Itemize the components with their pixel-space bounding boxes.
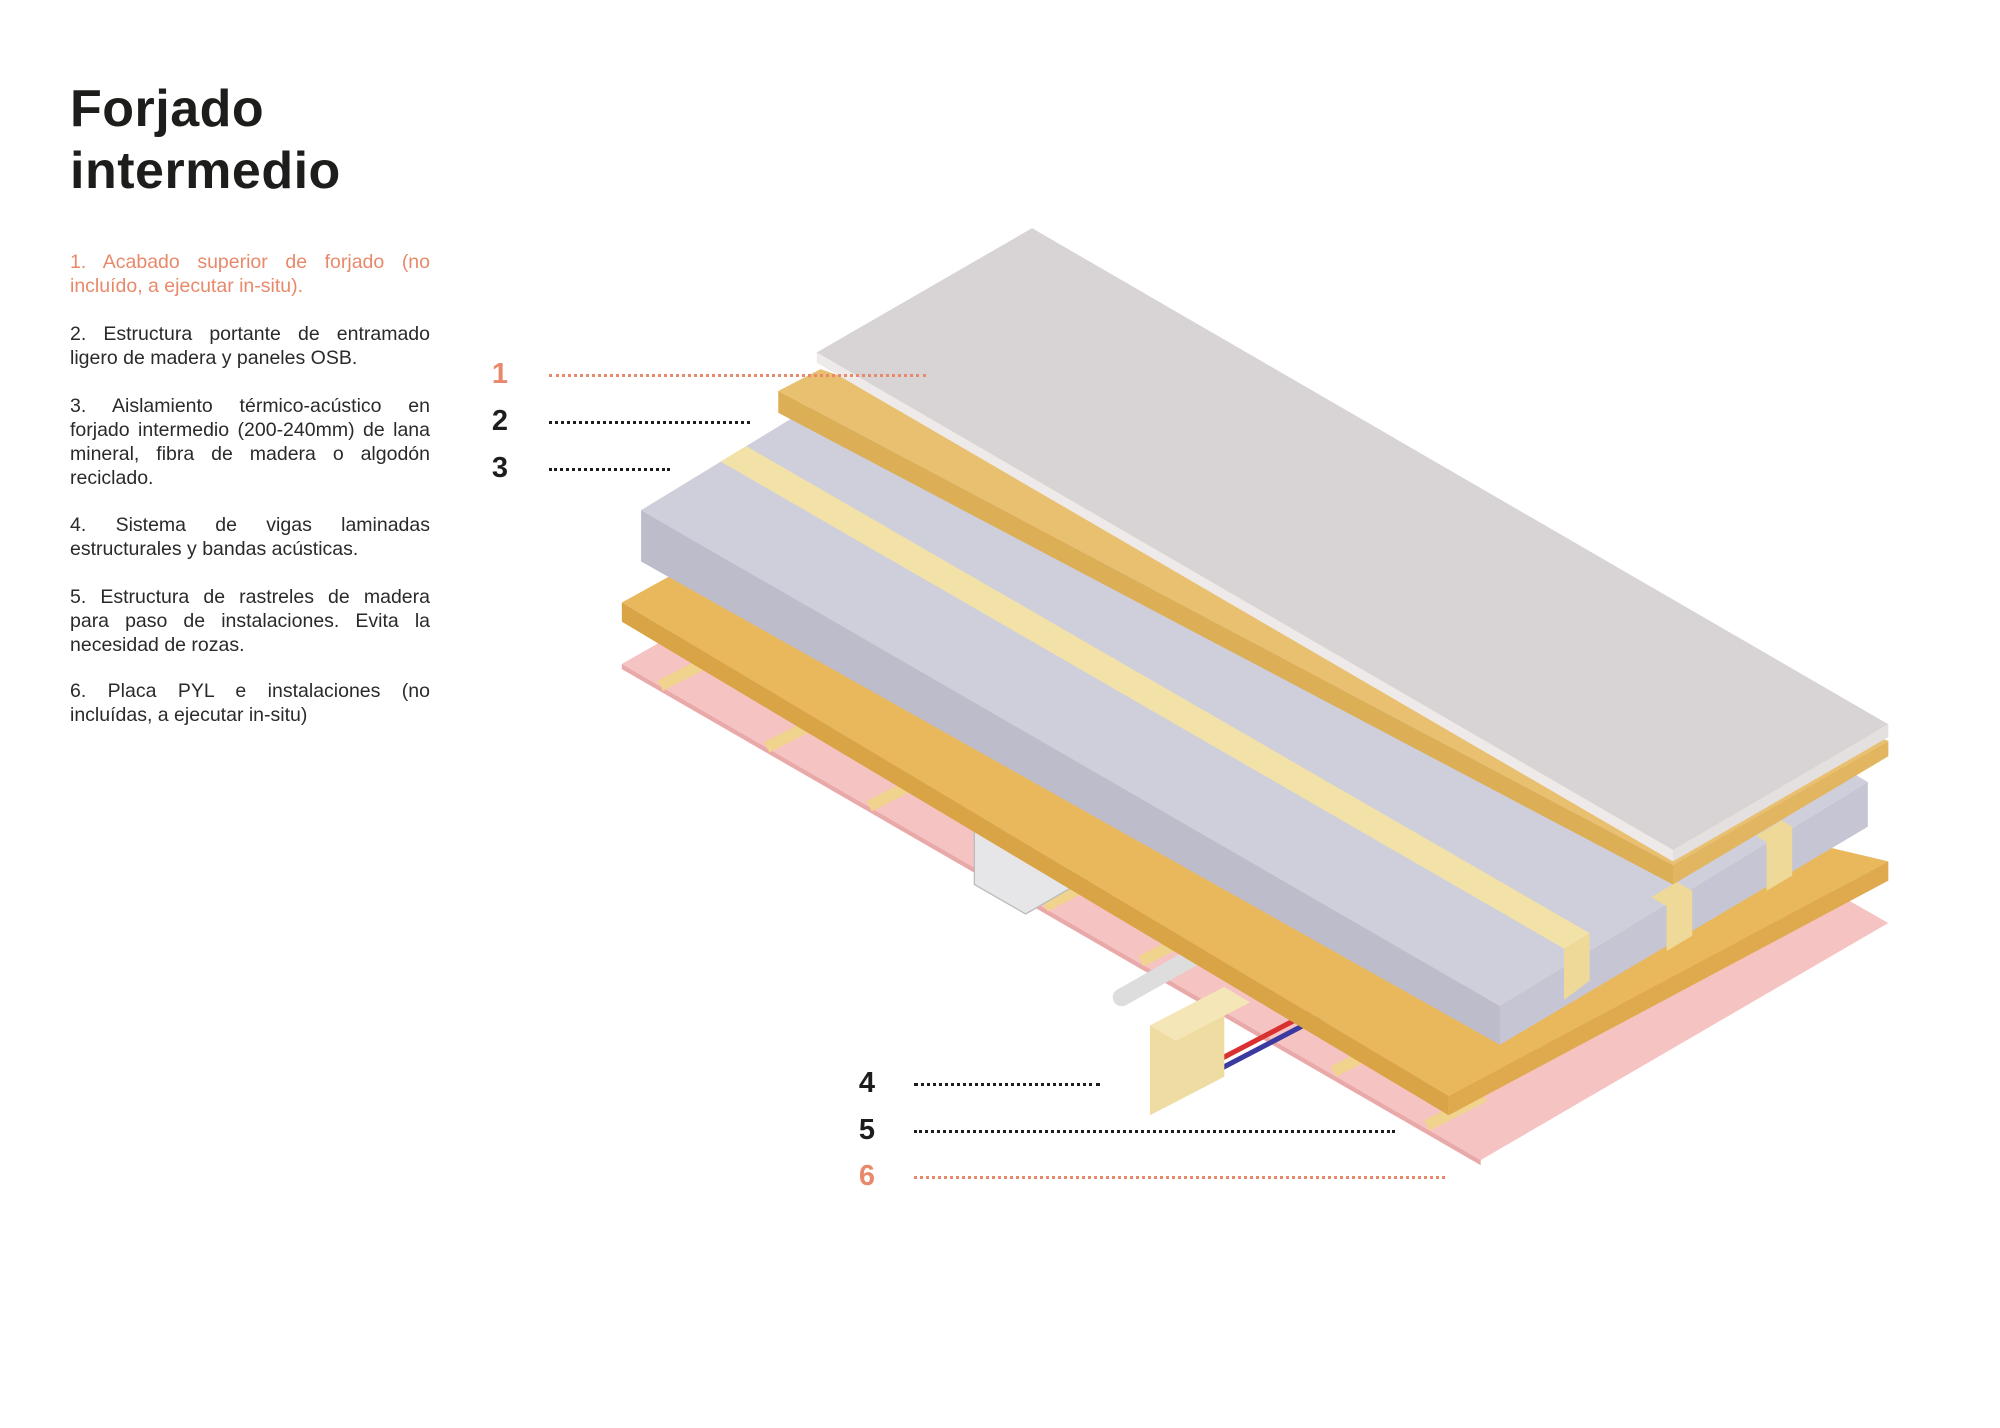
callout-2: 2 <box>491 405 509 437</box>
legend-item-4: 4. Sistema de vigas laminadas estructura… <box>70 514 430 560</box>
leader-line-1 <box>549 374 926 377</box>
leader-line-4 <box>914 1083 1100 1086</box>
layer-beam <box>1149 987 1250 1116</box>
title-line-1: Forjado <box>70 80 265 138</box>
leader-line-6 <box>914 1176 1445 1179</box>
callout-6: 6 <box>858 1160 876 1192</box>
callout-5: 5 <box>858 1114 876 1146</box>
leader-line-2 <box>549 421 750 424</box>
acoustic-band <box>720 446 1590 949</box>
title-line-2: intermedio <box>70 142 341 200</box>
legend-item-1: 1. Acabado superior de forjado (no inclu… <box>70 251 430 297</box>
legend-item-5: 5. Estructura de rastreles de madera par… <box>70 586 430 656</box>
legend-item-2: 2. Estructura portante de entramado lige… <box>70 323 430 369</box>
legend-item-6: 6. Placa PYL e instalaciones (no incluíd… <box>70 680 430 726</box>
legend-item-3: 3. Aislamiento térmico-acústico en forja… <box>70 395 430 489</box>
callout-1: 1 <box>491 358 509 390</box>
callout-4: 4 <box>858 1067 876 1099</box>
leader-line-3 <box>549 468 670 471</box>
callout-3: 3 <box>491 452 509 484</box>
leader-line-5 <box>914 1130 1395 1133</box>
layer-finish <box>816 228 1889 862</box>
